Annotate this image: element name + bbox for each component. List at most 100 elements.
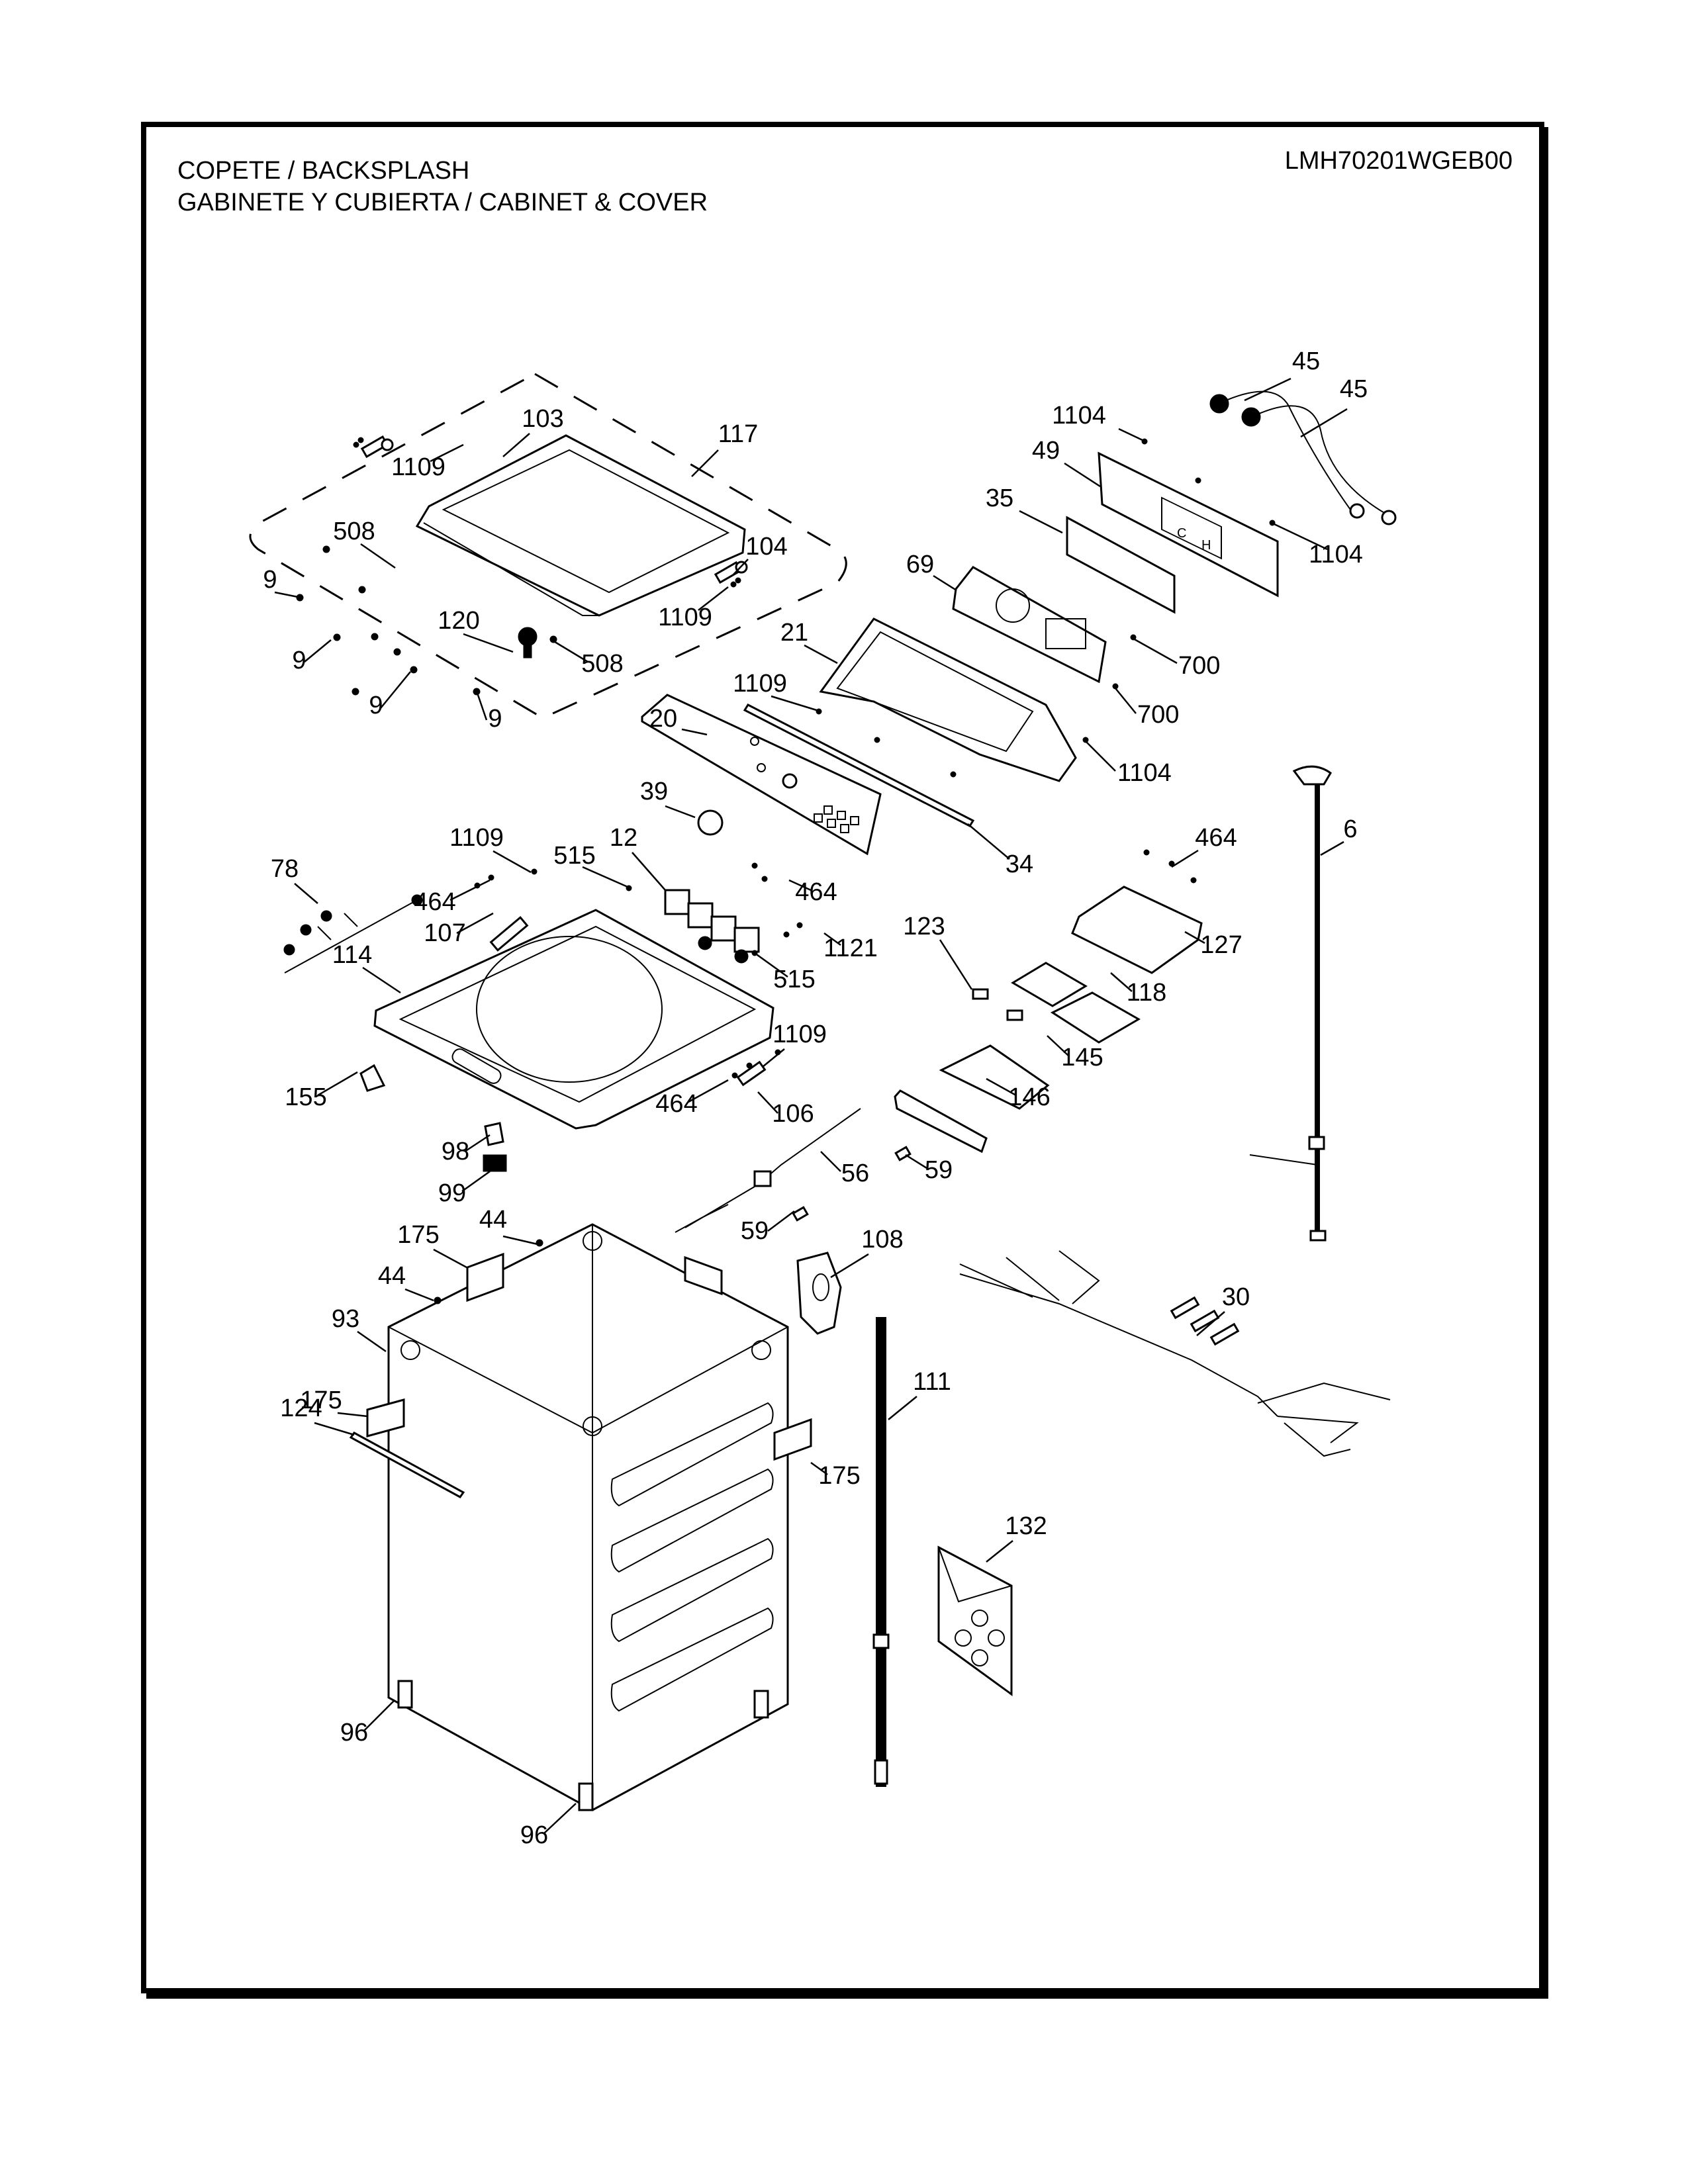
callout-label-1121[interactable]: 1121: [823, 934, 878, 962]
lid-lock-assembly[interactable]: [736, 1060, 767, 1087]
callout-label-21[interactable]: 21: [780, 619, 808, 647]
callout-label-123[interactable]: 123: [903, 913, 945, 940]
callout-label-124[interactable]: 124: [280, 1394, 322, 1422]
callout-label-99[interactable]: 99: [438, 1179, 466, 1207]
callout-label-464c[interactable]: 464: [1195, 824, 1237, 852]
callout-label-9a[interactable]: 9: [263, 566, 277, 594]
dispenser-housing[interactable]: [1071, 886, 1203, 974]
control-panel-fascia[interactable]: [641, 694, 882, 856]
callout-label-59a[interactable]: 59: [925, 1156, 953, 1184]
callout-label-155[interactable]: 155: [285, 1083, 326, 1111]
callout-leader-1109a: [430, 443, 464, 463]
callout-label-700a[interactable]: 700: [1178, 652, 1220, 680]
callout-label-20[interactable]: 20: [649, 705, 677, 733]
callout-label-12[interactable]: 12: [610, 824, 637, 852]
callout-label-30[interactable]: 30: [1222, 1283, 1250, 1311]
callout-label-39[interactable]: 39: [640, 778, 668, 805]
callout-label-145[interactable]: 145: [1061, 1044, 1103, 1071]
callout-leader-124: [314, 1422, 355, 1436]
drain-hose-guide[interactable]: [796, 1251, 842, 1335]
connector-clips[interactable]: [792, 1146, 912, 1222]
callout-label-111[interactable]: 111: [913, 1368, 951, 1396]
callout-label-1109c[interactable]: 1109: [449, 824, 504, 852]
main-wire-harness[interactable]: [959, 1250, 1391, 1457]
callout-label-127[interactable]: 127: [1200, 931, 1242, 959]
callout-label-93[interactable]: 93: [332, 1305, 359, 1333]
callout-label-45a[interactable]: 45: [1292, 347, 1320, 375]
callout-label-146[interactable]: 146: [1008, 1083, 1050, 1111]
cabinet-brace[interactable]: [349, 1432, 465, 1498]
callout-label-175c[interactable]: 175: [818, 1462, 860, 1490]
callout-label-98[interactable]: 98: [442, 1138, 469, 1165]
callout-label-103[interactable]: 103: [522, 405, 563, 433]
callout-label-9d[interactable]: 9: [488, 705, 502, 733]
callout-label-1104c[interactable]: 1104: [1117, 759, 1172, 787]
callout-leader-9a: [274, 591, 299, 598]
callout-label-508a[interactable]: 508: [333, 518, 375, 545]
callout-label-1104b[interactable]: 1104: [1309, 541, 1363, 569]
callout-label-464b[interactable]: 464: [795, 878, 837, 906]
callout-label-515b[interactable]: 515: [773, 966, 815, 993]
lid[interactable]: [415, 434, 746, 617]
callout-label-49[interactable]: 49: [1032, 437, 1060, 465]
callout-label-1109d[interactable]: 1109: [733, 670, 787, 698]
dispenser-cap[interactable]: [972, 988, 1023, 1021]
display-window[interactable]: [1066, 516, 1176, 614]
callout-label-107[interactable]: 107: [424, 919, 465, 947]
callout-label-9c[interactable]: 9: [369, 692, 383, 719]
callout-label-78[interactable]: 78: [271, 855, 299, 883]
pressure-hose-assembly[interactable]: [675, 1108, 861, 1233]
wire-harness-top[interactable]: [283, 894, 423, 974]
callout-label-44b[interactable]: 44: [378, 1262, 406, 1290]
callout-label-59b[interactable]: 59: [741, 1217, 769, 1245]
callout-label-508b[interactable]: 508: [581, 650, 623, 678]
lid-hinge-left[interactable]: [360, 435, 394, 459]
pressure-switch-hose[interactable]: [489, 916, 529, 952]
callout-label-35[interactable]: 35: [986, 484, 1013, 512]
top-cover[interactable]: [373, 909, 774, 1130]
callout-label-96b[interactable]: 96: [520, 1821, 548, 1849]
callout-label-44a[interactable]: 44: [479, 1206, 507, 1234]
callout-label-114[interactable]: 114: [332, 941, 373, 969]
callout-label-96a[interactable]: 96: [340, 1719, 368, 1747]
callout-label-464a[interactable]: 464: [414, 888, 455, 916]
leveling-legs[interactable]: [397, 1680, 769, 1811]
callout-label-9b[interactable]: 9: [292, 647, 306, 674]
callout-label-118[interactable]: 118: [1127, 979, 1167, 1007]
power-cord[interactable]: [1249, 765, 1332, 1242]
callout-label-69[interactable]: 69: [906, 551, 934, 578]
callout-label-175a[interactable]: 175: [397, 1221, 439, 1249]
dispenser-drawer[interactable]: [939, 1044, 1050, 1110]
callout-label-464d[interactable]: 464: [655, 1090, 697, 1118]
control-panel-frame[interactable]: [819, 617, 1077, 782]
callout-label-132[interactable]: 132: [1005, 1512, 1047, 1540]
main-pcb[interactable]: [952, 566, 1107, 684]
callout-label-45b[interactable]: 45: [1340, 375, 1368, 403]
callout-label-6[interactable]: 6: [1343, 815, 1357, 843]
cabinet[interactable]: [387, 1223, 789, 1811]
callout-label-106[interactable]: 106: [772, 1100, 814, 1128]
callout-label-108[interactable]: 108: [861, 1226, 903, 1253]
parts-bag[interactable]: [937, 1545, 1013, 1696]
dispenser-drawer-inner[interactable]: [1011, 962, 1141, 1044]
callout-label-34[interactable]: 34: [1006, 850, 1033, 878]
callout-label-1104a[interactable]: 1104: [1052, 402, 1106, 430]
knob[interactable]: [697, 809, 724, 836]
drain-hose[interactable]: [872, 1317, 890, 1787]
inlet-hoses[interactable]: [1209, 390, 1397, 525]
callout-label-700b[interactable]: 700: [1137, 701, 1179, 729]
callout-label-117[interactable]: 117: [718, 420, 759, 448]
callout-label-1109b[interactable]: 1109: [658, 604, 712, 631]
backsplash-rear-panel[interactable]: C H: [1098, 451, 1279, 598]
dispenser-drawer-front[interactable]: [894, 1089, 988, 1154]
callout-label-56[interactable]: 56: [841, 1160, 869, 1187]
lid-lock[interactable]: [518, 627, 538, 659]
callout-label-1109a[interactable]: 1109: [391, 453, 445, 481]
callout-label-104[interactable]: 104: [745, 533, 787, 561]
lid-switch[interactable]: [359, 1064, 507, 1172]
callout-label-1109e[interactable]: 1109: [773, 1021, 827, 1048]
water-valve[interactable]: [664, 889, 760, 964]
callout-label-120[interactable]: 120: [438, 607, 479, 635]
callout-label-175b[interactable]: 175: [300, 1387, 342, 1414]
callout-label-515a[interactable]: 515: [553, 842, 595, 870]
